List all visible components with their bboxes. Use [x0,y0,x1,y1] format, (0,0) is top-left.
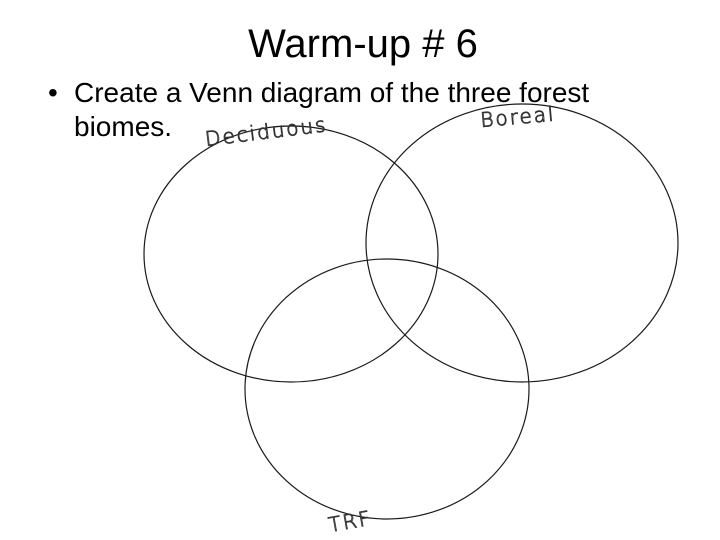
boreal-circle [365,103,679,383]
deciduous-label: Deciduous [204,112,329,151]
boreal-label: Boreal [479,102,556,132]
trf-label: TRF [327,506,374,537]
slide-title: Warm-up # 6 [248,22,478,66]
trf-circle [244,258,530,520]
bullet-symbol: • [48,77,58,108]
bullet-item: • Create a Venn diagram of the three for… [48,76,688,144]
deciduous-circle [143,125,439,383]
bullet-text: Create a Venn diagram of the three fores… [74,77,590,142]
